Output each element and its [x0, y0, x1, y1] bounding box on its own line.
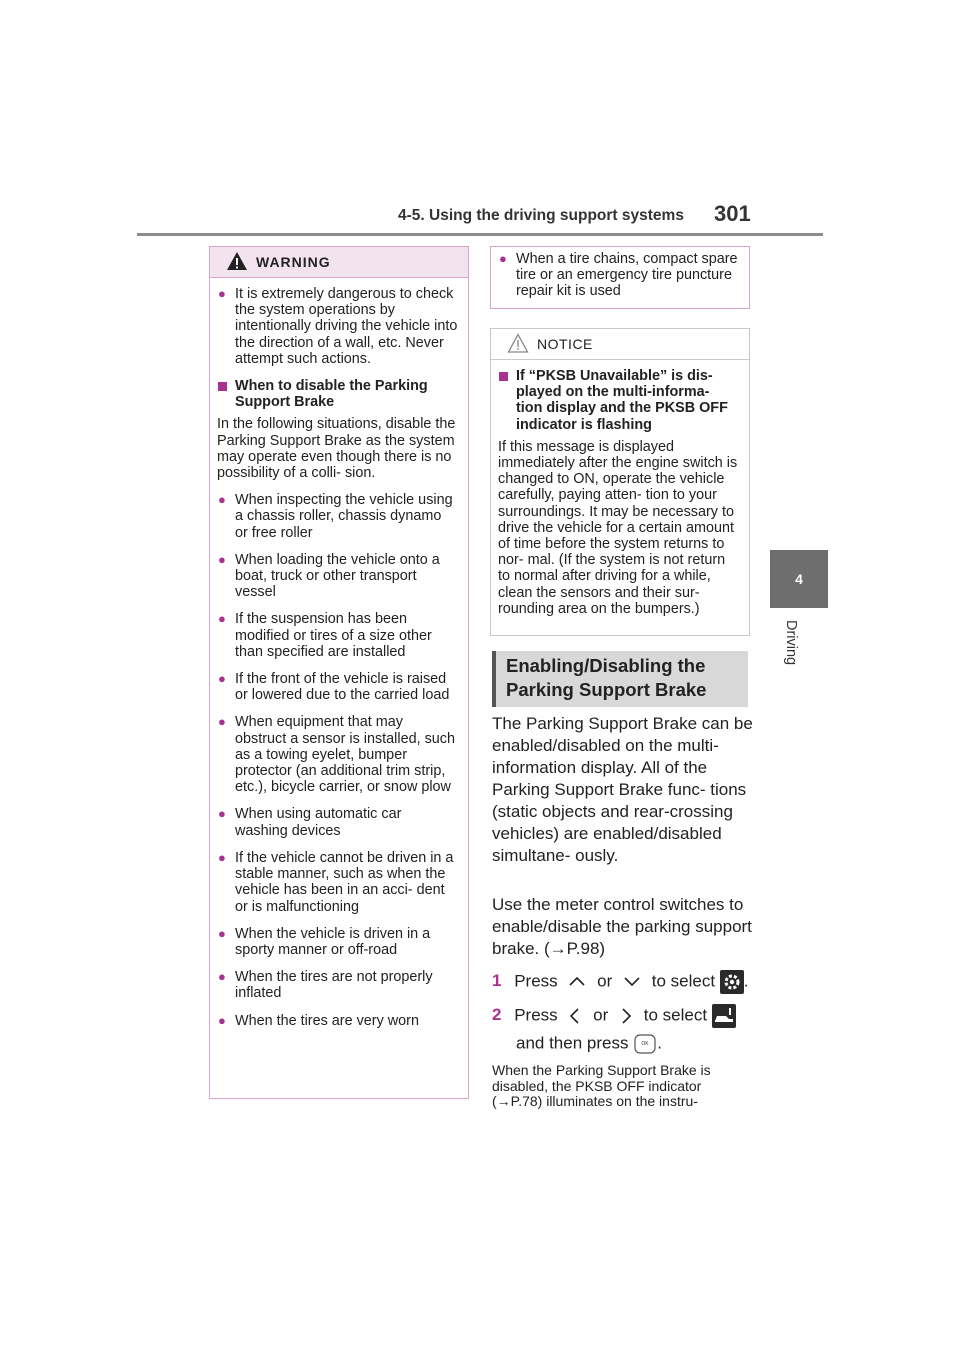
list-item: When inspecting the vehicle using a chas… — [217, 492, 458, 541]
section-title-line2: Parking Support Brake — [506, 679, 707, 700]
step-number: 2 — [492, 1005, 502, 1025]
section-title-line1: Enabling/Disabling the — [506, 655, 706, 676]
list-item: When the tires are not properly inflated — [217, 969, 458, 1001]
paragraph: In the following situations, disable the… — [217, 416, 456, 482]
step-text-select: to select — [651, 971, 716, 991]
subheading: When to disable the Parking Support Brak… — [217, 378, 458, 410]
notice-box: NOTICE If “PKSB Unavailable” is dis- pla… — [490, 328, 750, 636]
step-text-press: Press — [514, 1005, 558, 1025]
chevron-left-icon — [570, 1008, 579, 1024]
subheading: If “PKSB Unavailable” is dis- played on … — [498, 368, 739, 433]
notice-heading: NOTICE — [537, 336, 593, 352]
list-item: When using automatic car washing devices — [217, 806, 458, 838]
step-text-select: to select — [643, 1005, 708, 1025]
chevron-right-icon — [622, 1008, 632, 1024]
list-item: If the vehicle cannot be driven in a sta… — [217, 850, 458, 915]
section-title: Enabling/Disabling the Parking Support B… — [492, 651, 748, 707]
list-item: When the tires are very worn — [217, 1013, 458, 1029]
step-2-continued: and then press OK . — [516, 1033, 662, 1055]
warning-triangle-icon — [227, 252, 247, 270]
chevron-up-icon — [569, 976, 585, 986]
warning-heading: WARNING — [256, 254, 331, 270]
chapter-tab: 4 — [770, 550, 828, 608]
chevron-down-icon — [624, 977, 640, 987]
vehicle-settings-icon — [711, 1004, 736, 1028]
list-item: If the suspension has been modified or t… — [217, 611, 458, 660]
warning-continuation-box: When a tire chains, compact spare tire o… — [490, 246, 750, 309]
step-text-or: or — [597, 971, 613, 991]
step-text-end: . — [657, 1033, 662, 1053]
step-text-end: . — [743, 971, 749, 991]
page-number: 301 — [714, 201, 751, 226]
warning-header: WARNING — [210, 247, 468, 278]
gear-settings-icon — [719, 970, 744, 994]
list-item: If the front of the vehicle is raised or… — [217, 671, 458, 703]
list-item: When the vehicle is driven in a sporty m… — [217, 926, 458, 958]
body-paragraph-1: The Parking Support Brake can be enabled… — [492, 714, 753, 865]
step-1: 1 Press or to select . — [492, 970, 749, 994]
chapter-label: Driving — [783, 620, 799, 666]
paragraph: If this message is displayed immediately… — [498, 438, 738, 617]
step-text-then: and then press — [516, 1033, 629, 1053]
body-paragraph-2: Use the meter control switches to enable… — [492, 895, 752, 958]
list-item: When a tire chains, compact spare tire o… — [498, 251, 739, 300]
ok-button-icon: OK — [634, 1034, 656, 1054]
header-rule — [137, 233, 823, 236]
list-item: When loading the vehicle onto a boat, tr… — [217, 552, 458, 601]
list-item: When equipment that may obstruct a senso… — [217, 714, 458, 795]
step-2: 2 Press or to select — [492, 1004, 736, 1028]
header-title: 4-5. Using the driving support systems — [398, 207, 684, 224]
step-text-press: Press — [514, 971, 558, 991]
step-text-or: or — [593, 1005, 609, 1025]
warning-box: WARNING It is extremely dangerous to che… — [209, 246, 469, 1099]
notice-header: NOTICE — [491, 329, 749, 360]
svg-text:OK: OK — [642, 1041, 650, 1047]
step-number: 1 — [492, 971, 502, 991]
note-paragraph: When the Parking Support Brake is disabl… — [492, 1062, 711, 1109]
notice-triangle-icon — [507, 333, 529, 353]
list-item: It is extremely dangerous to check the s… — [217, 286, 458, 367]
